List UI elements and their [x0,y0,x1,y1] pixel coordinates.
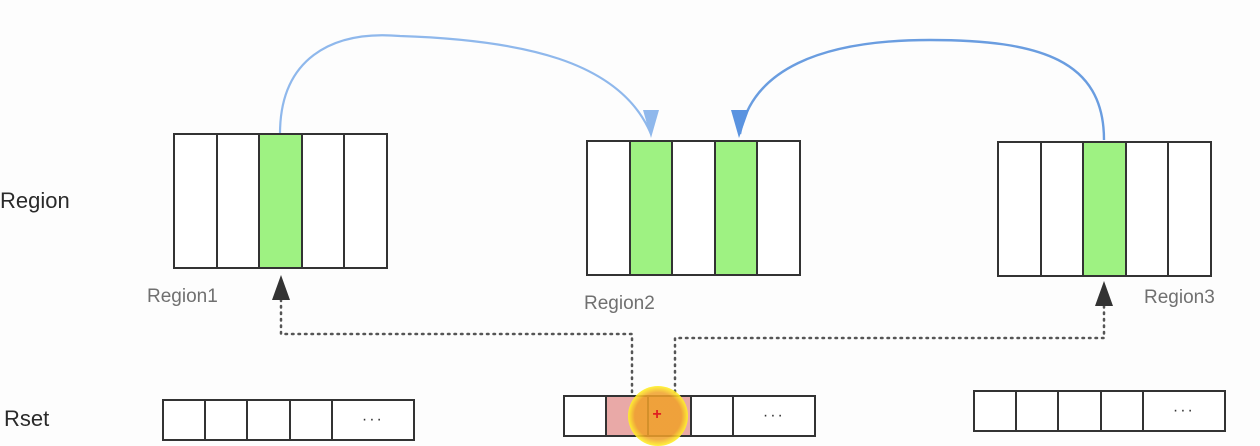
region-card-referenced [1084,143,1127,275]
region2-block [586,140,801,276]
region-card [1169,143,1210,275]
rset-pointer-to-region1 [279,296,634,394]
region2-label: Region2 [584,293,655,314]
region-card-referenced [260,135,303,267]
rset-entry [248,401,291,439]
rset-pointer-to-region3 [673,302,1106,394]
rset-entry [1017,392,1060,430]
rset3-block: ··· [973,390,1226,432]
arrowhead-region2-right [731,110,749,138]
rset-ellipsis: ··· [361,411,384,428]
region-card-referenced [630,142,674,274]
region-card-referenced [715,142,759,274]
rset-entry [291,401,333,439]
region3-label: Region3 [1144,287,1215,308]
rset-entry [164,401,207,439]
region3-block [997,141,1212,277]
region1-label: Region1 [147,286,218,307]
reference-arrow-region3-to-region2 [738,38,1106,141]
rset-entry-selected [607,397,650,435]
arrowhead-region2-left [643,110,659,138]
rset-ellipsis: ··· [1172,402,1195,419]
region-card [1042,143,1085,275]
rset1-block: ··· [162,399,415,441]
region-card [999,143,1042,275]
region-card [175,135,218,267]
rset-entry [975,392,1018,430]
region-card [303,135,346,267]
region-card [758,142,799,274]
region-card [1127,143,1170,275]
rset-ellipsis: ··· [762,407,785,424]
cursor-crosshair-icon: + [652,406,662,423]
rset-entry [1102,392,1144,430]
region-card [218,135,261,267]
region1-block [173,133,388,269]
region-card [345,135,386,267]
row-label-region: Region [0,188,70,213]
rset-entry [1059,392,1102,430]
region-card [673,142,716,274]
region-card [588,142,631,274]
rset-entry [692,397,734,435]
row-label-rset: Rset [4,406,50,431]
rset2-block: ··· [563,395,816,437]
rset-entry [206,401,249,439]
reference-arrow-region1-to-region2 [278,34,653,135]
arrowhead-region3-up [1095,281,1113,306]
arrowhead-region1-up [272,275,290,300]
rset-entry [565,397,608,435]
